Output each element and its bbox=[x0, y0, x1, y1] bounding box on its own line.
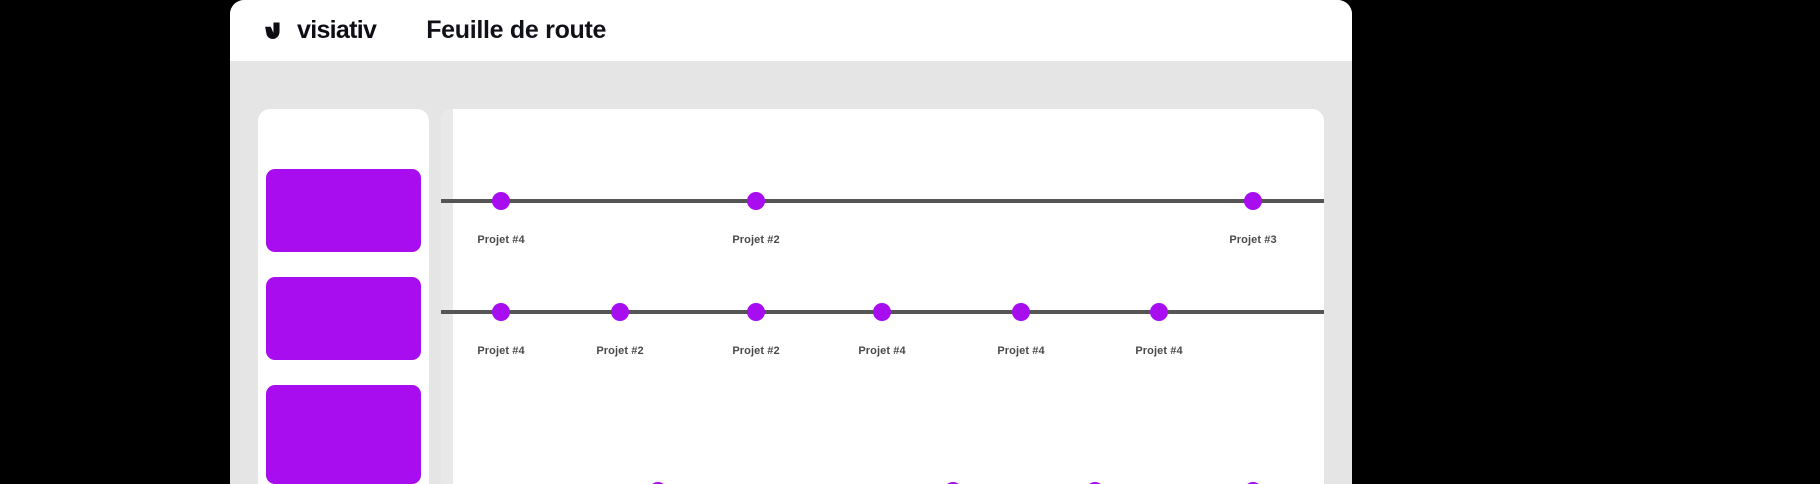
timeline-milestone-dot[interactable] bbox=[492, 192, 510, 210]
timeline-milestone-dot[interactable] bbox=[1244, 482, 1262, 484]
sidebar-item-3[interactable] bbox=[266, 385, 421, 484]
timeline-milestone-dot[interactable] bbox=[747, 192, 765, 210]
sidebar-item-2[interactable] bbox=[266, 277, 421, 360]
timeline-milestone-dot[interactable] bbox=[1150, 303, 1168, 321]
timeline-milestone-label: Projet #4 bbox=[997, 345, 1045, 357]
timeline-milestone-label: Projet #4 bbox=[477, 345, 525, 357]
timeline-milestone-label: Projet #4 bbox=[1135, 345, 1183, 357]
app-body: Projet #4 Projet #2 Projet #3 Projet #4 Proj… bbox=[230, 61, 1352, 484]
timeline-milestone-label: Projet #4 bbox=[477, 234, 525, 246]
timeline-milestone-dot[interactable] bbox=[649, 482, 667, 484]
timeline-milestone-label: Projet #2 bbox=[732, 345, 780, 357]
timeline-milestone-label: Projet #2 bbox=[596, 345, 644, 357]
sidebar-item-1[interactable] bbox=[266, 169, 421, 252]
timeline-milestone-dot[interactable] bbox=[944, 482, 962, 484]
timeline-milestone-label: Projet #4 bbox=[858, 345, 906, 357]
timeline-milestone-label: Projet #2 bbox=[732, 234, 780, 246]
timeline-milestone-dot[interactable] bbox=[492, 303, 510, 321]
page-title: Feuille de route bbox=[426, 16, 607, 44]
timeline-milestone-dot[interactable] bbox=[1012, 303, 1030, 321]
timeline-milestone-dot[interactable] bbox=[611, 303, 629, 321]
timeline-axis-line bbox=[441, 199, 1324, 203]
timeline-milestone-dot[interactable] bbox=[873, 303, 891, 321]
sidebar-panel bbox=[258, 109, 429, 484]
timeline-milestone-dot[interactable] bbox=[747, 303, 765, 321]
timeline-milestone-label: Projet #3 bbox=[1229, 234, 1277, 246]
timeline-panel: Projet #4 Projet #2 Projet #3 Projet #4 Proj… bbox=[441, 109, 1324, 484]
timeline-gutter bbox=[441, 109, 453, 484]
timeline-milestone-dot[interactable] bbox=[1244, 192, 1262, 210]
app-header: visiativ Feuille de route bbox=[230, 0, 1352, 61]
brand-logo[interactable]: visiativ bbox=[263, 16, 377, 44]
timeline-milestone-dot[interactable] bbox=[1086, 482, 1104, 484]
visiativ-checkmark-logo-icon bbox=[265, 22, 280, 39]
brand-name: visiativ bbox=[297, 16, 377, 44]
